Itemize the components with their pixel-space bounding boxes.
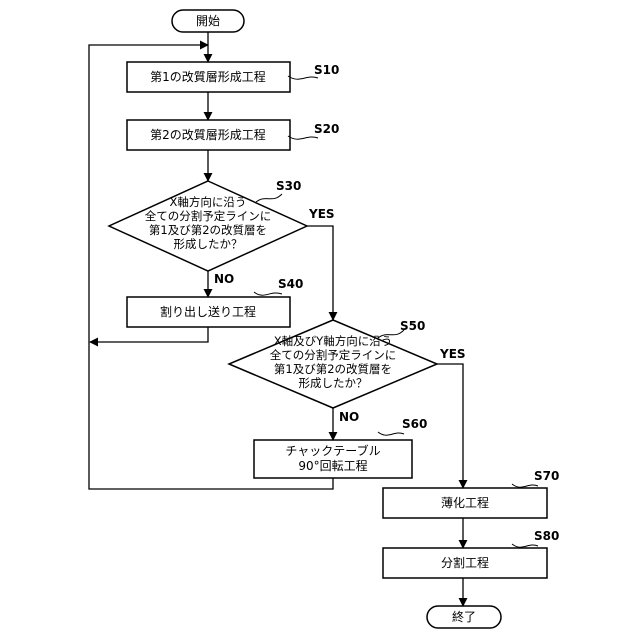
step-s20-text: 第2の改質層形成工程 xyxy=(150,127,266,142)
step-s60: チャックテーブル 90°回転工程 S60 xyxy=(254,417,427,478)
decision-s30-leader xyxy=(256,194,282,202)
step-s10-id: S10 xyxy=(314,63,339,77)
decision-s50-line3: 第1及び第2の改質層を xyxy=(274,362,392,376)
decision-s30-id: S30 xyxy=(276,179,301,193)
step-s40-leader xyxy=(254,292,282,295)
step-s20: 第2の改質層形成工程 S20 xyxy=(127,120,339,150)
end-terminal: 終了 xyxy=(427,606,501,628)
step-s70-text: 薄化工程 xyxy=(441,495,489,510)
arrow-s50-yes-to-s70 xyxy=(437,364,463,488)
step-s80: 分割工程 S80 xyxy=(383,529,559,578)
decision-s50: X軸及びY軸方向に沿う 全ての分割予定ラインに 第1及び第2の改質層を 形成した… xyxy=(229,319,437,408)
decision-s50-line2: 全ての分割予定ラインに xyxy=(270,348,397,362)
step-s60-leader xyxy=(378,432,404,435)
step-s80-leader xyxy=(512,544,538,547)
arrow-s30-yes-to-s50 xyxy=(307,226,333,320)
step-s80-id: S80 xyxy=(534,529,559,543)
step-s10: 第1の改質層形成工程 S10 xyxy=(127,62,339,92)
arrow-s40-return xyxy=(90,327,208,342)
step-s20-leader xyxy=(288,136,318,139)
decision-s30-line1: X軸方向に沿う xyxy=(170,195,247,209)
decision-s50-id: S50 xyxy=(400,319,425,333)
end-label: 終了 xyxy=(452,609,476,624)
decision-s50-line4: 形成したか？ xyxy=(299,376,368,390)
s30-no-label: NO xyxy=(214,272,234,286)
step-s60-id: S60 xyxy=(402,417,427,431)
start-terminal: 開始 xyxy=(172,10,244,32)
step-s60-line2: 90°回転工程 xyxy=(298,458,367,473)
step-s80-text: 分割工程 xyxy=(441,555,489,570)
decision-s30-line4: 形成したか？ xyxy=(174,237,243,251)
decision-s30-line3: 第1及び第2の改質層を xyxy=(149,223,267,237)
step-s60-line1: チャックテーブル xyxy=(285,443,380,458)
decision-s30: X軸方向に沿う 全ての分割予定ラインに 第1及び第2の改質層を 形成したか？ S… xyxy=(109,179,307,271)
step-s40-text: 割り出し送り工程 xyxy=(160,304,256,319)
step-s70-id: S70 xyxy=(534,469,559,483)
s50-no-label: NO xyxy=(339,410,359,424)
step-s20-id: S20 xyxy=(314,122,339,136)
start-label: 開始 xyxy=(196,14,220,28)
decision-s50-line1: X軸及びY軸方向に沿う xyxy=(274,334,392,348)
step-s70-leader xyxy=(512,484,538,487)
step-s40-id: S40 xyxy=(278,277,303,291)
step-s10-text: 第1の改質層形成工程 xyxy=(150,69,266,84)
decision-s30-line2: 全ての分割予定ラインに xyxy=(145,209,272,223)
s30-yes-label: YES xyxy=(308,207,335,221)
s50-yes-label: YES xyxy=(439,347,466,361)
